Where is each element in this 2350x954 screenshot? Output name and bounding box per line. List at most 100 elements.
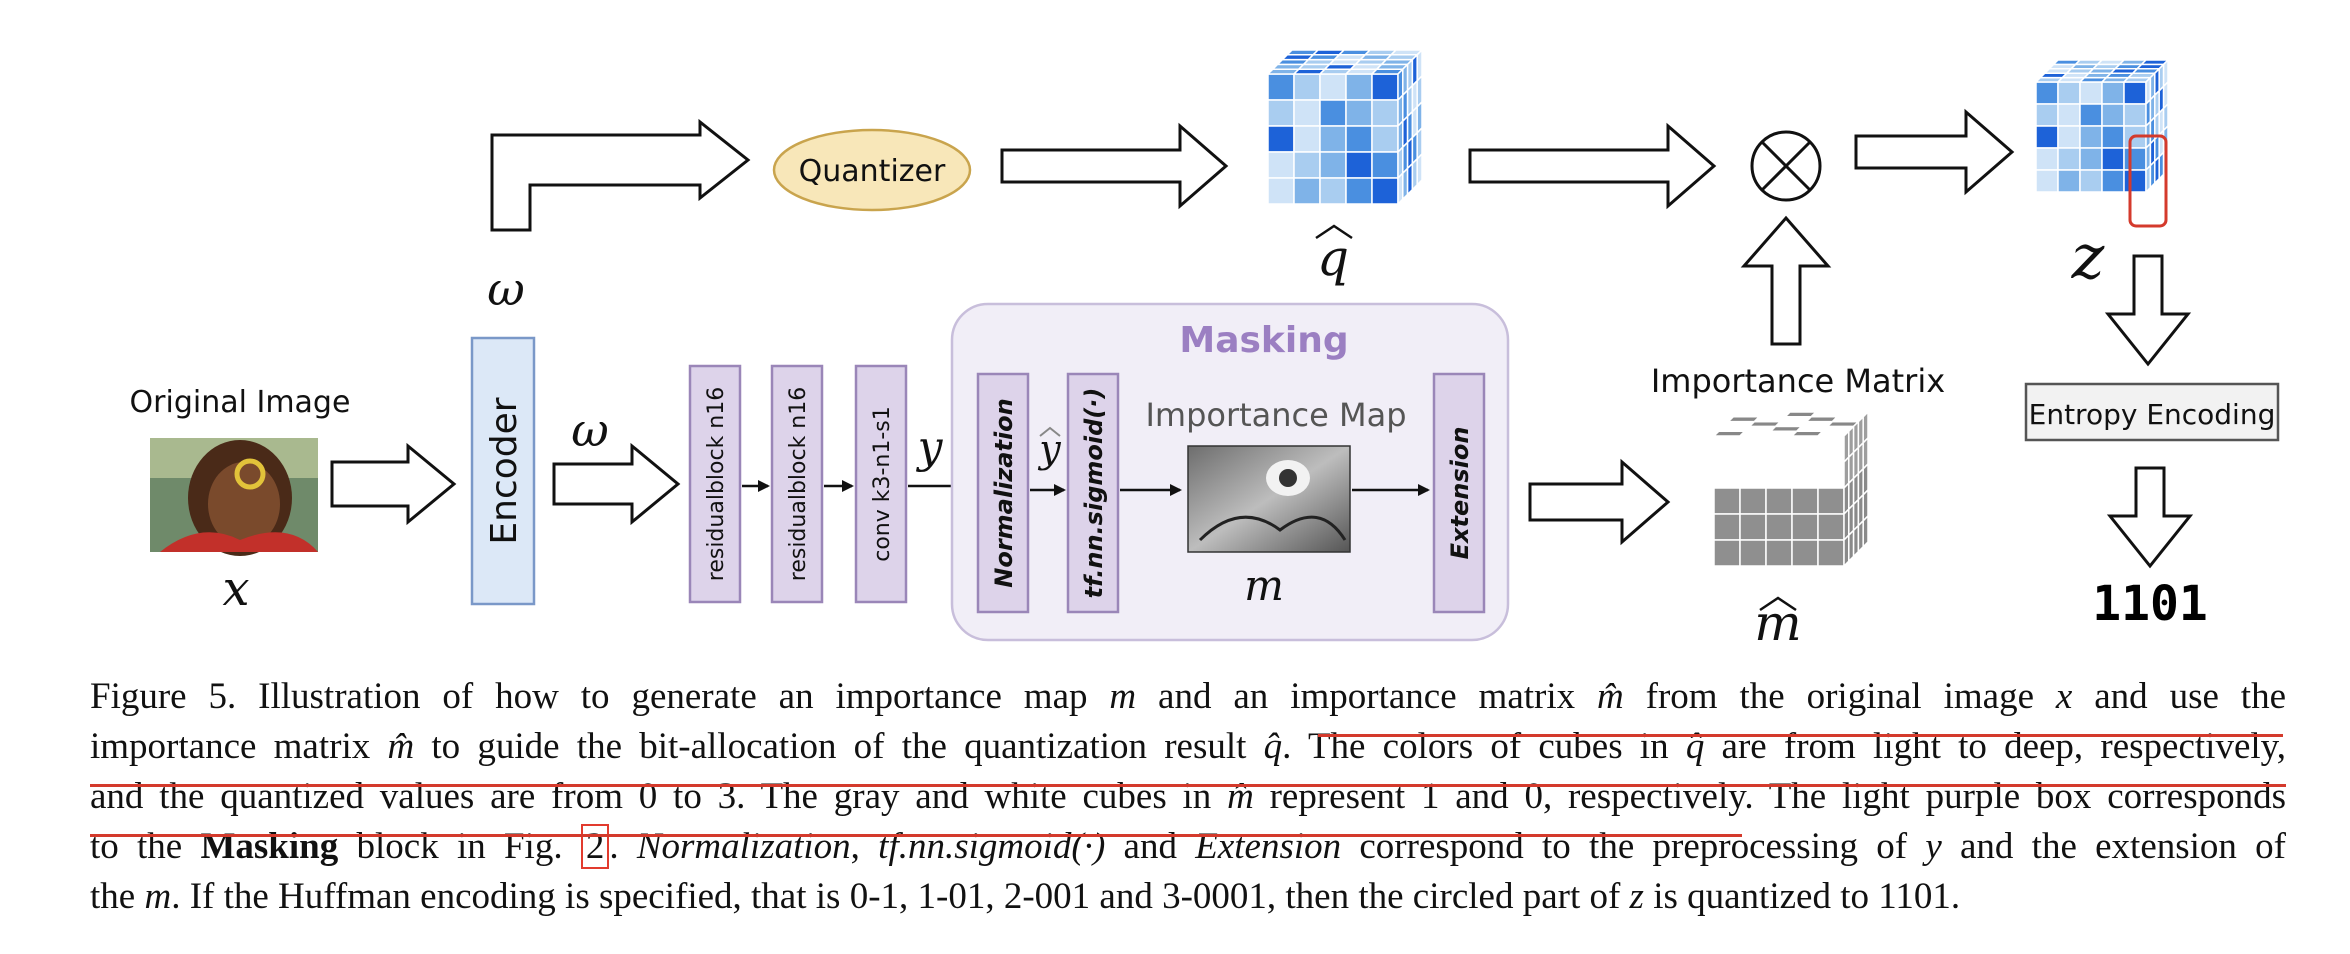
cube-cell [1345, 73, 1373, 101]
quantizer-label: Quantizer [799, 154, 946, 189]
cube-cell [1791, 461, 1819, 489]
cube-cell [2123, 147, 2147, 171]
cube-cell [1293, 73, 1321, 101]
caption-line-1: Figure 5. Illustration of how to generat… [90, 672, 2286, 722]
cube-cell [1765, 435, 1793, 463]
z-symbol: z [2071, 220, 2105, 293]
cube-cell [1739, 487, 1767, 515]
q-hat-cube [1266, 48, 1424, 206]
caption-text: from the original image [1623, 676, 2056, 717]
cube-cell [1862, 514, 1869, 549]
encoder-block [470, 336, 536, 606]
cube-cell [2057, 169, 2081, 193]
cube-cell [1293, 125, 1321, 153]
caption-math: m [1109, 676, 1137, 717]
cube-cell [2123, 81, 2147, 105]
cube-cell [1791, 513, 1819, 541]
cube-cell [1319, 125, 1347, 153]
caption-italic: Normalization [636, 826, 851, 867]
diagram: Original Image x Encoder ω ω Quantizer q… [130, 48, 2280, 652]
caption-text: and use the [2072, 676, 2286, 717]
figure-reference-link[interactable]: 2 [580, 824, 610, 869]
cube-cell [1293, 151, 1321, 179]
cube-cell [1739, 435, 1767, 463]
highlight-underline-1 [1318, 734, 2283, 737]
caption-math: q̂ [1685, 726, 1705, 767]
omega-symbol-top: ω [487, 262, 525, 316]
cube-cell [2079, 147, 2103, 171]
arrow-image-to-encoder [330, 442, 457, 526]
cube-cell [1791, 487, 1819, 515]
cube-cell [1319, 177, 1347, 205]
caption-line-2: importance matrix m̂ to guide the bit-al… [90, 722, 2286, 772]
arrow-multiply-to-z [1854, 108, 2015, 196]
cube-cell [1416, 152, 1423, 187]
z-circled-part [2128, 134, 2168, 228]
cube-cell [1791, 539, 1819, 567]
resblock-1 [688, 364, 742, 604]
cube-cell [1371, 125, 1399, 153]
cube-cell [1817, 539, 1845, 567]
cube-cell [2057, 147, 2081, 171]
cube-cell [1267, 99, 1295, 127]
figure-caption: Figure 5. Illustration of how to generat… [90, 672, 2286, 922]
arrow-quantizer-to-q [1000, 122, 1229, 210]
cube-cell [1293, 99, 1321, 127]
original-image-label: Original Image [130, 385, 351, 420]
cube-cell [1371, 99, 1399, 127]
cube-cell [2101, 169, 2125, 193]
z-cube [2034, 58, 2170, 194]
cube-cell [2035, 81, 2059, 105]
caption-text: importance matrix [90, 726, 388, 767]
extension-label: Extension [1446, 427, 1474, 560]
cube-cell [1319, 73, 1347, 101]
importance-matrix-cube [1712, 410, 1870, 568]
cube-cell [1345, 99, 1373, 127]
conv-label: conv k3-n1-s1 [870, 406, 895, 562]
cube-cell [1267, 151, 1295, 179]
cube-cell [2035, 125, 2059, 149]
cube-cell [1293, 177, 1321, 205]
arrow-q-to-multiply [1468, 122, 1717, 210]
entropy-encoding-label: Entropy Encoding [2029, 398, 2276, 431]
importance-matrix-label: Importance Matrix [1651, 362, 1945, 400]
caption-math: x [2055, 676, 2073, 717]
normalization-label: Normalization [990, 398, 1018, 588]
sigmoid-block [1066, 372, 1120, 614]
m-hat-symbol: m [1754, 594, 1801, 652]
cube-cell [1817, 461, 1845, 489]
cube-cell [2035, 169, 2059, 193]
caption-text: to guide the bit-allocation of the quant… [414, 726, 1264, 767]
caption-text: , [850, 826, 879, 867]
cube-cell [2079, 125, 2103, 149]
arrow-extension-to-matrix [1528, 458, 1671, 546]
cube-cell [1765, 461, 1793, 489]
encoder-label: Encoder [484, 397, 525, 544]
caption-math: y [1925, 826, 1942, 867]
cube-cell [2101, 147, 2125, 171]
caption-math: m̂ [1597, 676, 1624, 717]
caption-text: and an importance matrix [1136, 676, 1598, 717]
caption-bold-masking: Masking [200, 826, 339, 867]
masking-title: Masking [1179, 320, 1348, 361]
cube-cell [2035, 147, 2059, 171]
cube-cell [2101, 81, 2125, 105]
q-hat-accent [1315, 224, 1353, 240]
cube-cell [1267, 125, 1295, 153]
caption-line-4: to the Masking block in Fig. 2. Normaliz… [90, 822, 2286, 872]
arrow-encoder-to-quantizer [490, 118, 751, 232]
cube-cell [1817, 513, 1845, 541]
caption-text: the [90, 876, 145, 917]
cube-cell [2123, 103, 2147, 127]
resblock-2-label: residualblock n16 [786, 387, 811, 581]
caption-line-3: and the quantized values are from 0 to 3… [90, 772, 2286, 822]
omega-symbol-mid: ω [571, 403, 609, 457]
caption-text: correspond to the preprocessing of [1341, 826, 1926, 867]
cube-cell [1791, 435, 1819, 463]
cube-cell [2057, 103, 2081, 127]
cube-cell [2079, 81, 2103, 105]
caption-text: and [1105, 826, 1196, 867]
caption-text: represent 1 and 0, respectively. The lig… [1253, 776, 2286, 817]
caption-text: to the [90, 826, 201, 867]
sigmoid-label: tf.nn.sigmoid(·) [1080, 388, 1108, 599]
